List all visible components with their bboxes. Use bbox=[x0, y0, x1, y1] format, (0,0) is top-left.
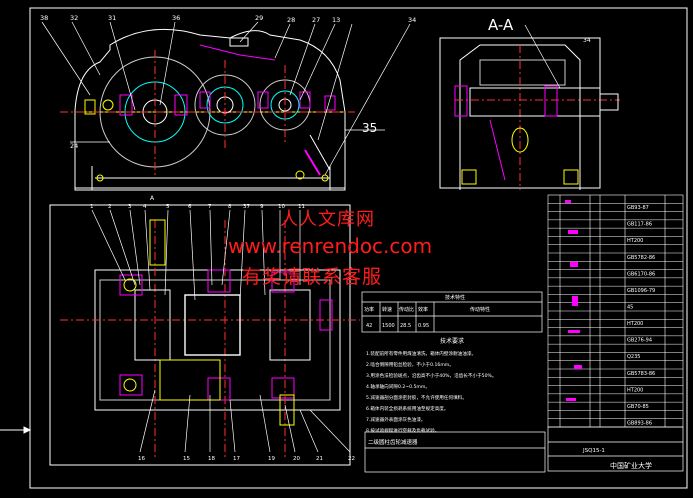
bom-standard-2: HT200 bbox=[627, 238, 643, 244]
svg-text:21: 21 bbox=[316, 456, 323, 462]
plan-view-callouts: 1 2 3 4 5 6 7 8 37 9 10 11 16 15 18 17 1… bbox=[90, 204, 355, 462]
svg-text:16: 16 bbox=[138, 456, 145, 462]
bom-standard-12: GB70-85 bbox=[627, 404, 649, 410]
svg-text:传动比: 传动比 bbox=[399, 306, 414, 313]
callout-38: 38 bbox=[40, 14, 48, 22]
svg-text:8: 8 bbox=[228, 204, 232, 210]
svg-text:5: 5 bbox=[166, 204, 170, 210]
svg-text:8.按试验规程进行空载及负载试验。: 8.按试验规程进行空载及负载试验。 bbox=[366, 427, 439, 434]
svg-text:转速: 转速 bbox=[382, 306, 392, 313]
svg-text:6: 6 bbox=[188, 204, 192, 210]
bom-standards: GB93-87GB117-86HT200GB5782-86GB6170-86GB… bbox=[627, 205, 655, 426]
bom-standard-13: GB893-86 bbox=[627, 421, 652, 427]
spec-table-text: 技术特性 功率 转速 传动比 效率 传动特性 42 1500 28.5 0.95 bbox=[364, 294, 490, 329]
elevation-view bbox=[41, 21, 411, 191]
svg-text:18: 18 bbox=[208, 456, 215, 462]
spec-table bbox=[361, 291, 543, 333]
bom-standard-8: GB276-94 bbox=[627, 338, 652, 344]
svg-text:19: 19 bbox=[268, 456, 275, 462]
svg-text:11: 11 bbox=[298, 204, 305, 210]
bom-rows bbox=[548, 203, 683, 419]
plan-view bbox=[49, 204, 360, 466]
bom-standard-4: GB6170-86 bbox=[627, 271, 655, 277]
svg-text:10: 10 bbox=[278, 204, 285, 210]
svg-text:42: 42 bbox=[366, 323, 372, 329]
svg-text:28.5: 28.5 bbox=[400, 323, 411, 329]
watermark-line-3: 有奖请联系客服 bbox=[242, 266, 383, 288]
svg-text:2: 2 bbox=[108, 204, 112, 210]
callout-36: 36 bbox=[172, 14, 180, 22]
drawing-frame bbox=[0, 7, 688, 489]
title-block bbox=[364, 426, 684, 473]
svg-text:1500: 1500 bbox=[382, 323, 395, 329]
elevation-callouts: 38 32 31 36 29 28 27 13 34 24 bbox=[40, 14, 416, 150]
svg-text:2.啮合侧隙用铅丝检验，不小于0.16mm。: 2.啮合侧隙用铅丝检验，不小于0.16mm。 bbox=[366, 361, 454, 368]
svg-text:3.用涂色法检验斑点，沿齿高不小于40%，沿齿长不小于50%: 3.用涂色法检验斑点，沿齿高不小于40%，沿齿长不小于50%。 bbox=[366, 372, 496, 379]
svg-text:4.轴承轴向间隙0.2~0.5mm。: 4.轴承轴向间隙0.2~0.5mm。 bbox=[366, 383, 430, 390]
view-marker-a: A bbox=[150, 195, 155, 202]
callout-31: 31 bbox=[108, 14, 116, 22]
callout-28: 28 bbox=[287, 16, 295, 24]
bom-standard-6: 45 bbox=[627, 305, 633, 311]
callout-34: 24 bbox=[70, 142, 78, 150]
bom-standard-1: GB117-86 bbox=[627, 222, 652, 228]
svg-text:技术特性: 技术特性 bbox=[445, 294, 465, 301]
callout-29: 29 bbox=[255, 14, 263, 22]
svg-text:37: 37 bbox=[243, 204, 250, 210]
section-view bbox=[439, 24, 620, 190]
svg-text:4: 4 bbox=[143, 204, 147, 210]
svg-text:6.箱体内装全损耗系统用油至规定高度。: 6.箱体内装全损耗系统用油至规定高度。 bbox=[366, 405, 448, 412]
svg-text:7.减速器外表面涂灰色油漆。: 7.减速器外表面涂灰色油漆。 bbox=[366, 416, 426, 423]
title-block-name: 二级圆柱齿轮减速器 bbox=[368, 438, 418, 446]
svg-text:0.95: 0.95 bbox=[418, 323, 429, 329]
section-label-a-a: A-A bbox=[488, 16, 514, 34]
bom-standard-3: GB5782-86 bbox=[627, 255, 655, 261]
title-block-drawing-no: JSQ15-1 bbox=[582, 448, 605, 454]
bom-standard-7: HT200 bbox=[627, 321, 643, 327]
svg-text:1: 1 bbox=[90, 204, 94, 210]
bom-standard-9: Q235 bbox=[627, 354, 640, 360]
callout-32: 32 bbox=[70, 14, 78, 22]
svg-text:3: 3 bbox=[128, 204, 132, 210]
callout-13: 13 bbox=[332, 16, 340, 24]
dimension-35: 35 bbox=[362, 121, 377, 135]
callout-27: 27 bbox=[312, 16, 320, 24]
svg-text:功率: 功率 bbox=[364, 306, 374, 313]
svg-text:效率: 效率 bbox=[418, 306, 428, 313]
bom-standard-10: GB5783-86 bbox=[627, 371, 655, 377]
callout-24: 34 bbox=[408, 16, 416, 24]
bom-standard-11: HT200 bbox=[627, 387, 643, 393]
bom-standard-0: GB93-87 bbox=[627, 205, 649, 211]
svg-text:1.装配前所有零件用煤油清洗，箱体内壁涂耐油油漆。: 1.装配前所有零件用煤油清洗，箱体内壁涂耐油油漆。 bbox=[366, 350, 476, 357]
section-callout-34: 34 bbox=[583, 37, 591, 44]
svg-text:20: 20 bbox=[293, 456, 300, 462]
svg-text:7: 7 bbox=[208, 204, 212, 210]
watermark-line-1: 人人文库网 bbox=[280, 209, 375, 230]
bom-item-marks bbox=[565, 200, 582, 401]
svg-text:5.减速器剖分面涂密封胶，不允许使用任何填料。: 5.减速器剖分面涂密封胶，不允许使用任何填料。 bbox=[366, 394, 467, 401]
svg-text:15: 15 bbox=[183, 456, 190, 462]
svg-text:17: 17 bbox=[233, 456, 240, 462]
svg-text:22: 22 bbox=[348, 456, 355, 462]
watermark-url: www.renrendoc.com bbox=[228, 234, 433, 258]
svg-text:传动特性: 传动特性 bbox=[470, 306, 490, 313]
bom-standard-5: GB1096-79 bbox=[627, 288, 655, 294]
title-block-school: 中国矿业大学 bbox=[610, 461, 652, 470]
tech-requirements: 技术要求 1.装配前所有零件用煤油清洗，箱体内壁涂耐油油漆。 2.啮合侧隙用铅丝… bbox=[366, 337, 496, 434]
svg-text:技术要求: 技术要求 bbox=[440, 337, 464, 345]
svg-text:9: 9 bbox=[260, 204, 264, 210]
